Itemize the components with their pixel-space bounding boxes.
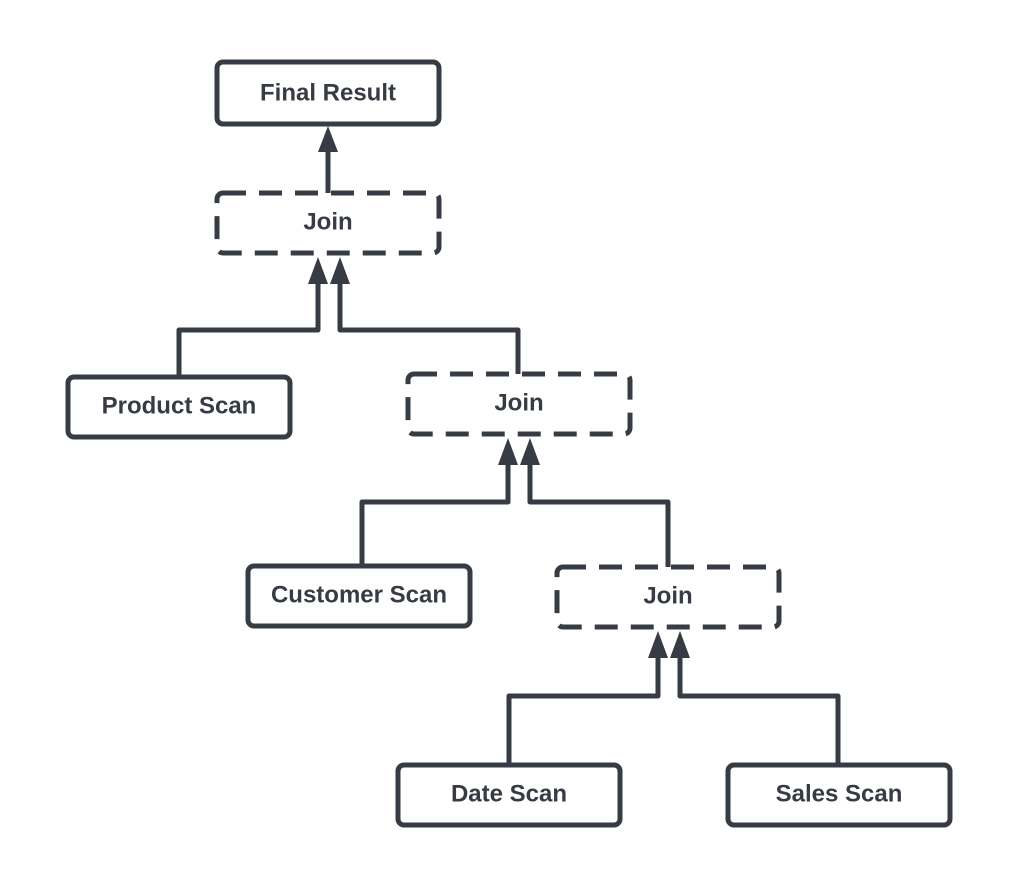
nodes: Final Result Join Product Scan Join Cust… [65,59,953,828]
node-label-final-result: Final Result [260,80,396,107]
arrowhead [520,438,540,465]
edge-product-scan-to-join-top [176,257,328,378]
edge-date-scan-to-join-bottom [506,631,668,767]
node-label-product-scan: Product Scan [102,393,257,420]
edge-join-bottom-to-join-middle [520,438,671,567]
node-box-dashed [405,371,633,437]
node-customer-scan: Customer Scan [245,563,473,629]
edge-line [359,463,511,567]
edge-customer-scan-to-join-middle [359,438,518,567]
node-label-join-middle: Join [494,390,543,417]
edge-join-middle-to-join-top [330,257,521,374]
node-join-middle: Join [405,371,633,437]
node-label-join-top: Join [303,209,352,236]
arrowhead [330,257,350,284]
edge-line [527,463,671,567]
node-label-sales-scan: Sales Scan [776,781,903,808]
arrowhead [308,257,328,284]
edge-join-top-to-final-result [318,126,338,193]
edge-sales-scan-to-join-bottom [670,631,841,767]
node-product-scan: Product Scan [65,374,293,440]
node-box [725,762,953,828]
arrowhead [670,631,690,658]
node-sales-scan: Sales Scan [725,762,953,828]
node-date-scan: Date Scan [395,762,623,828]
node-box-dashed [554,564,782,630]
node-label-date-scan: Date Scan [451,781,567,808]
node-box [214,59,442,127]
arrowhead [318,126,338,152]
edge-line [677,656,841,767]
edge-line [506,656,661,767]
node-label-customer-scan: Customer Scan [271,582,447,609]
arrowhead [648,631,668,658]
node-join-bottom: Join [554,564,782,630]
edges [176,126,841,767]
node-box-dashed [214,190,442,256]
edge-line [176,282,321,378]
arrowhead [498,438,518,465]
node-label-join-bottom: Join [643,583,692,610]
node-box [395,762,623,828]
edge-line [337,282,521,374]
node-join-top: Join [214,190,442,256]
node-box [65,374,293,440]
node-final-result: Final Result [214,59,442,127]
node-box [245,563,473,629]
